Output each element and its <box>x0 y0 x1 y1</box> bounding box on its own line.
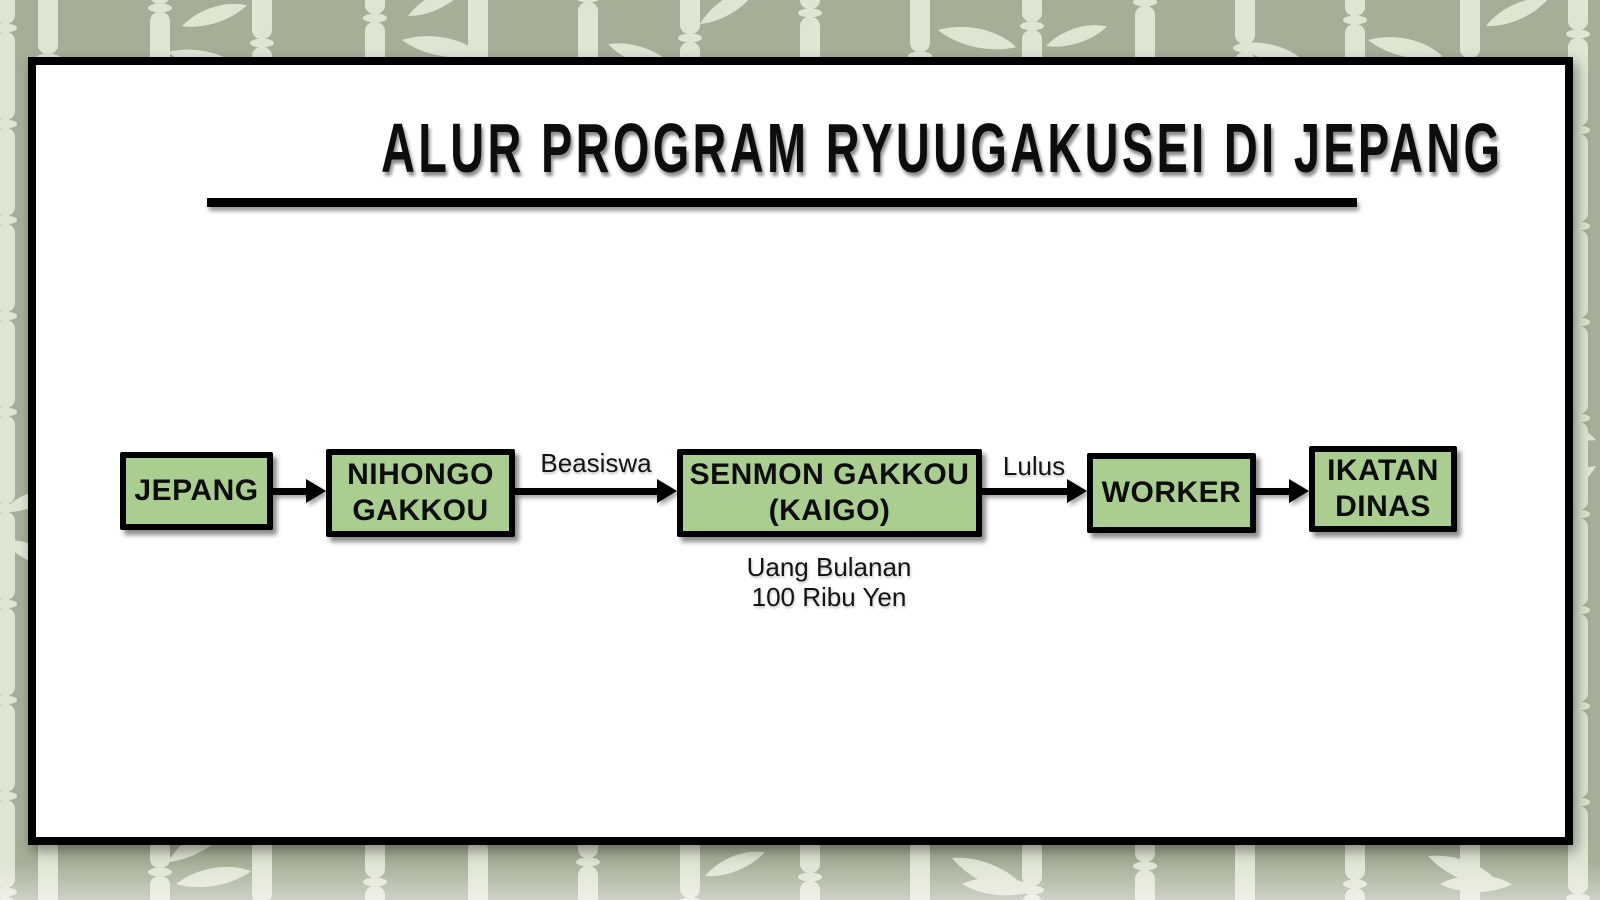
bamboo-stalk <box>1566 0 1590 900</box>
flow-node-ikatan-dinas: IKATAN DINAS <box>1309 446 1457 532</box>
arrow-head-icon <box>1067 479 1087 503</box>
arrow-head-icon <box>657 479 677 503</box>
arrow-shaft <box>1256 488 1291 495</box>
note-line-2: 100 Ribu Yen <box>751 582 907 612</box>
arrow-head-icon <box>306 479 326 503</box>
flow-node-label: SENMON GAKKOU (KAIGO) <box>689 458 970 527</box>
note-line-1: Uang Bulanan <box>746 552 912 582</box>
arrow-shaft <box>273 488 308 495</box>
bamboo-leaf <box>1043 20 1110 51</box>
flow-node-worker: WORKER <box>1087 453 1256 533</box>
flow-node-nihongo-gakkou: NIHONGO GAKKOU <box>326 449 515 537</box>
flow-node-jepang: JEPANG <box>120 452 273 530</box>
bamboo-leaf <box>404 0 470 21</box>
edge-label-lulus: Lulus <box>1002 451 1066 481</box>
flow-node-senmon-gakkou-kaigo: SENMON GAKKOU (KAIGO) <box>677 449 982 537</box>
title-underline <box>207 198 1357 207</box>
flow-node-label: IKATAN DINAS <box>1327 454 1439 523</box>
slide-title: ALUR PROGRAM RYUUGAKUSEI DI JEPANG <box>381 109 1504 187</box>
bamboo-leaf <box>179 0 250 32</box>
flow-node-label: WORKER <box>1101 476 1242 509</box>
bamboo-stalk <box>0 0 17 900</box>
bamboo-leaf <box>1482 0 1552 32</box>
bamboo-leaf <box>936 17 1019 59</box>
arrow-shaft <box>982 488 1069 495</box>
flow-arrow-senmon-to-worker <box>982 479 1087 503</box>
bamboo-leaf <box>694 0 763 29</box>
senmon-note: Uang Bulanan 100 Ribu Yen <box>747 552 912 612</box>
arrow-shaft <box>515 488 659 495</box>
flow-node-label: JEPANG <box>134 474 259 507</box>
flow-node-label: NIHONGO GAKKOU <box>347 458 494 527</box>
edge-label-beasiswa: Beasiswa <box>540 448 652 478</box>
flow-arrow-jepang-to-nihongo <box>273 479 326 503</box>
flow-arrow-worker-to-ikatan <box>1256 479 1309 503</box>
background-sheen <box>0 862 1600 900</box>
arrow-head-icon <box>1289 479 1309 503</box>
flow-arrow-nihongo-to-senmon <box>515 479 677 503</box>
